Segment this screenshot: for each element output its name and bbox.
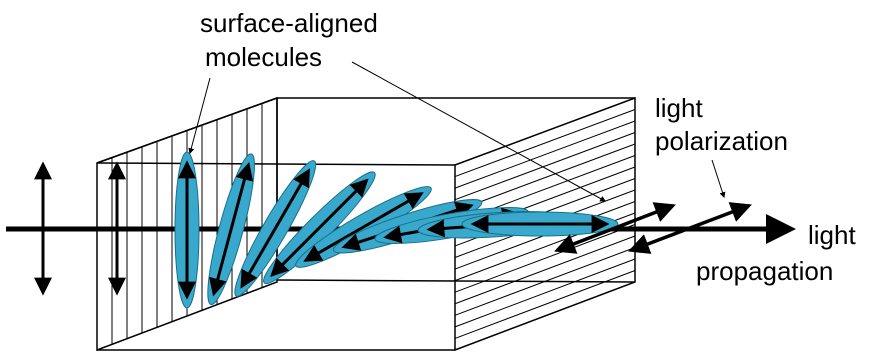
polarization-label-line2: polarization <box>655 126 788 156</box>
polarization-label-line1: light <box>655 93 703 123</box>
molecule <box>462 212 618 236</box>
molecule <box>175 152 199 308</box>
molecules-label-line2: molecules <box>205 42 322 72</box>
polarization-leader-line <box>712 160 724 197</box>
molecules-label-line1: surface-aligned <box>200 8 378 38</box>
propagation-label-line1: light <box>808 220 856 250</box>
propagation-label-line2: propagation <box>696 256 833 286</box>
